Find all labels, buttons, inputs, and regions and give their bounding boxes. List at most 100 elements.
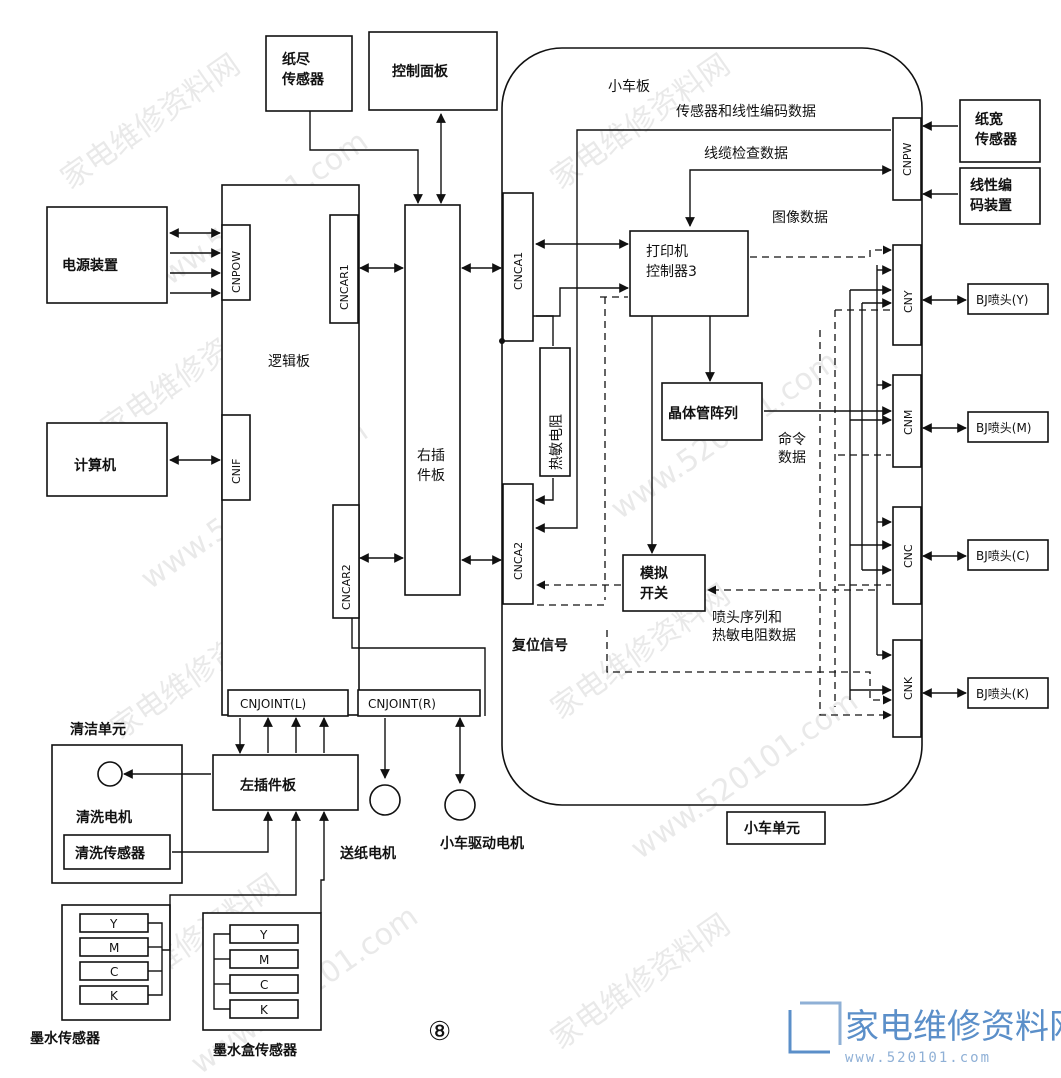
power-supply-label: 电源装置: [62, 257, 118, 274]
paper-end-sensor-label-2: 传感器: [281, 71, 325, 88]
head-bus-lines: [819, 265, 892, 720]
computer-label: 计算机: [74, 457, 116, 474]
connector-cnif-label: CNIF: [230, 459, 243, 484]
paper-end-sensor-box: [265, 35, 353, 112]
ink-tank-sensor-c-label: C: [260, 978, 268, 992]
ink-tank-sensor-m-label: M: [259, 953, 269, 967]
command-data-label-1: 命令: [778, 431, 806, 448]
connector-cncar1: [329, 214, 359, 324]
carriage-motor-icon: [444, 789, 476, 821]
cable-check-data-label: 线缆检查数据: [704, 146, 788, 162]
connector-cnca1: [502, 192, 534, 342]
connector-cncar1-label: CNCAR1: [338, 264, 351, 310]
connector-cny: [892, 244, 922, 346]
carriage-unit-box: [726, 811, 826, 845]
watermark-text: 家电维修资料网: [545, 907, 737, 1056]
connector-cnjoint-l-label: CNJOINT(L): [240, 697, 306, 711]
linear-encoder-box: [959, 167, 1041, 225]
connector-cnif: [221, 414, 251, 501]
linear-encoder-label-2: 码装置: [970, 197, 1012, 214]
connector-cnca1-label: CNCA1: [512, 252, 525, 290]
connector-cncar2: [332, 504, 360, 619]
nozzle-thermistor-data-label-1: 喷头序列和: [712, 610, 782, 626]
thermistor-box: [539, 347, 571, 477]
ink-tank-sensor-label: 墨水盒传感器: [213, 1042, 298, 1059]
ink-sensor-y-label: Y: [109, 917, 118, 931]
connector-cnk-label: CNK: [902, 676, 915, 700]
connector-cnjoint-r: [357, 689, 481, 717]
left-relay-board-label: 左插件板: [239, 777, 297, 794]
connector-cnjoint-r-label: CNJOINT(R): [368, 697, 436, 711]
carriage-board-label: 小车板: [608, 78, 650, 95]
site-logo: 家电维修资料网 www.520101.com: [788, 1001, 1061, 1066]
thermistor-label: 热敏电阻: [549, 414, 565, 470]
watermark-text: 家电维修资料网: [55, 47, 247, 196]
reset-signal-label: 复位信号: [511, 637, 568, 654]
connector-cnjoint-l: [227, 689, 349, 717]
carriage-motor-label: 小车驱动电机: [440, 835, 524, 852]
head-m-box: [967, 411, 1049, 443]
transistor-array-box: [661, 382, 763, 441]
control-panel-box: [368, 31, 498, 111]
nozzle-thermistor-data-label-2: 热敏电阻数据: [712, 628, 796, 644]
connector-cnpw: [892, 117, 922, 201]
paper-feed-motor-label: 送纸电机: [339, 845, 396, 862]
head-c-box: [967, 539, 1049, 571]
printer-controller-label-2: 控制器3: [646, 264, 697, 280]
connector-cnca2-label: CNCA2: [512, 542, 525, 580]
cleaning-sensor-label: 清洗传感器: [75, 845, 146, 862]
control-panel-label: 控制面板: [392, 63, 449, 80]
head-m-label: BJ喷头(M): [976, 421, 1032, 435]
connector-cnk: [892, 639, 922, 738]
right-relay-board-label-2: 件板: [417, 468, 445, 484]
cleaning-unit-label: 清洁单元: [70, 721, 126, 738]
transistor-array-label: 晶体管阵列: [668, 405, 738, 422]
connector-cnc: [892, 506, 922, 605]
paper-width-sensor-box: [959, 99, 1041, 163]
cleaning-sensor-box: [63, 834, 171, 870]
paper-end-sensor-label-1: 纸尽: [282, 51, 311, 68]
ink-sensor-m-label: M: [109, 941, 119, 955]
sensor-encoder-data-label: 传感器和线性编码数据: [676, 103, 816, 120]
connector-cnm: [892, 374, 922, 468]
right-relay-board: [404, 204, 461, 596]
logo-url: www.520101.com: [845, 1050, 991, 1066]
paper-width-sensor-label-1: 纸宽: [975, 111, 1003, 128]
analog-switch-box: [622, 554, 706, 612]
head-y-label: BJ喷头(Y): [976, 293, 1028, 307]
linear-encoder-label-1: 线性编: [970, 177, 1012, 194]
ink-sensor-k-label: K: [110, 989, 119, 1003]
analog-switch-label-1: 模拟: [640, 565, 668, 582]
head-y-box: [967, 283, 1049, 315]
ink-sensor-c-label: C: [110, 965, 118, 979]
connector-cnc-label: CNC: [902, 544, 915, 568]
connector-cnm-label: CNM: [902, 410, 915, 435]
head-k-box: [967, 677, 1049, 709]
connector-cnpow-label: CNPOW: [230, 251, 243, 293]
head-c-label: BJ喷头(C): [976, 549, 1030, 563]
connector-cncar2-label: CNCAR2: [340, 564, 353, 610]
figure-number: ⑧: [428, 1017, 451, 1047]
connector-cny-label: CNY: [902, 290, 915, 313]
command-data-label-2: 数据: [778, 450, 806, 466]
connector-cnpow: [221, 224, 251, 301]
carriage-unit-label: 小车单元: [744, 820, 800, 837]
right-relay-board-label-1: 右插: [417, 448, 445, 464]
ink-tank-sensor-y-label: Y: [259, 928, 268, 942]
logo-text: 家电维修资料网: [845, 1007, 1061, 1047]
power-supply-box: [46, 206, 168, 304]
watermark-text: 家电维修资料网: [545, 47, 737, 196]
head-k-label: BJ喷头(K): [976, 687, 1029, 701]
paper-feed-motor-icon: [369, 784, 401, 816]
cleaning-motor-icon: [97, 761, 123, 787]
printer-controller-label-1: 打印机: [646, 243, 688, 260]
paper-width-sensor-label-2: 传感器: [974, 131, 1018, 148]
connector-cnpw-label: CNPW: [901, 142, 914, 176]
printer-controller-box: [629, 230, 749, 317]
left-relay-board: [212, 754, 359, 811]
logic-board-label: 逻辑板: [268, 354, 310, 370]
computer-box: [46, 422, 168, 497]
image-data-label: 图像数据: [772, 210, 828, 226]
carriage-board-outline: [501, 47, 923, 806]
